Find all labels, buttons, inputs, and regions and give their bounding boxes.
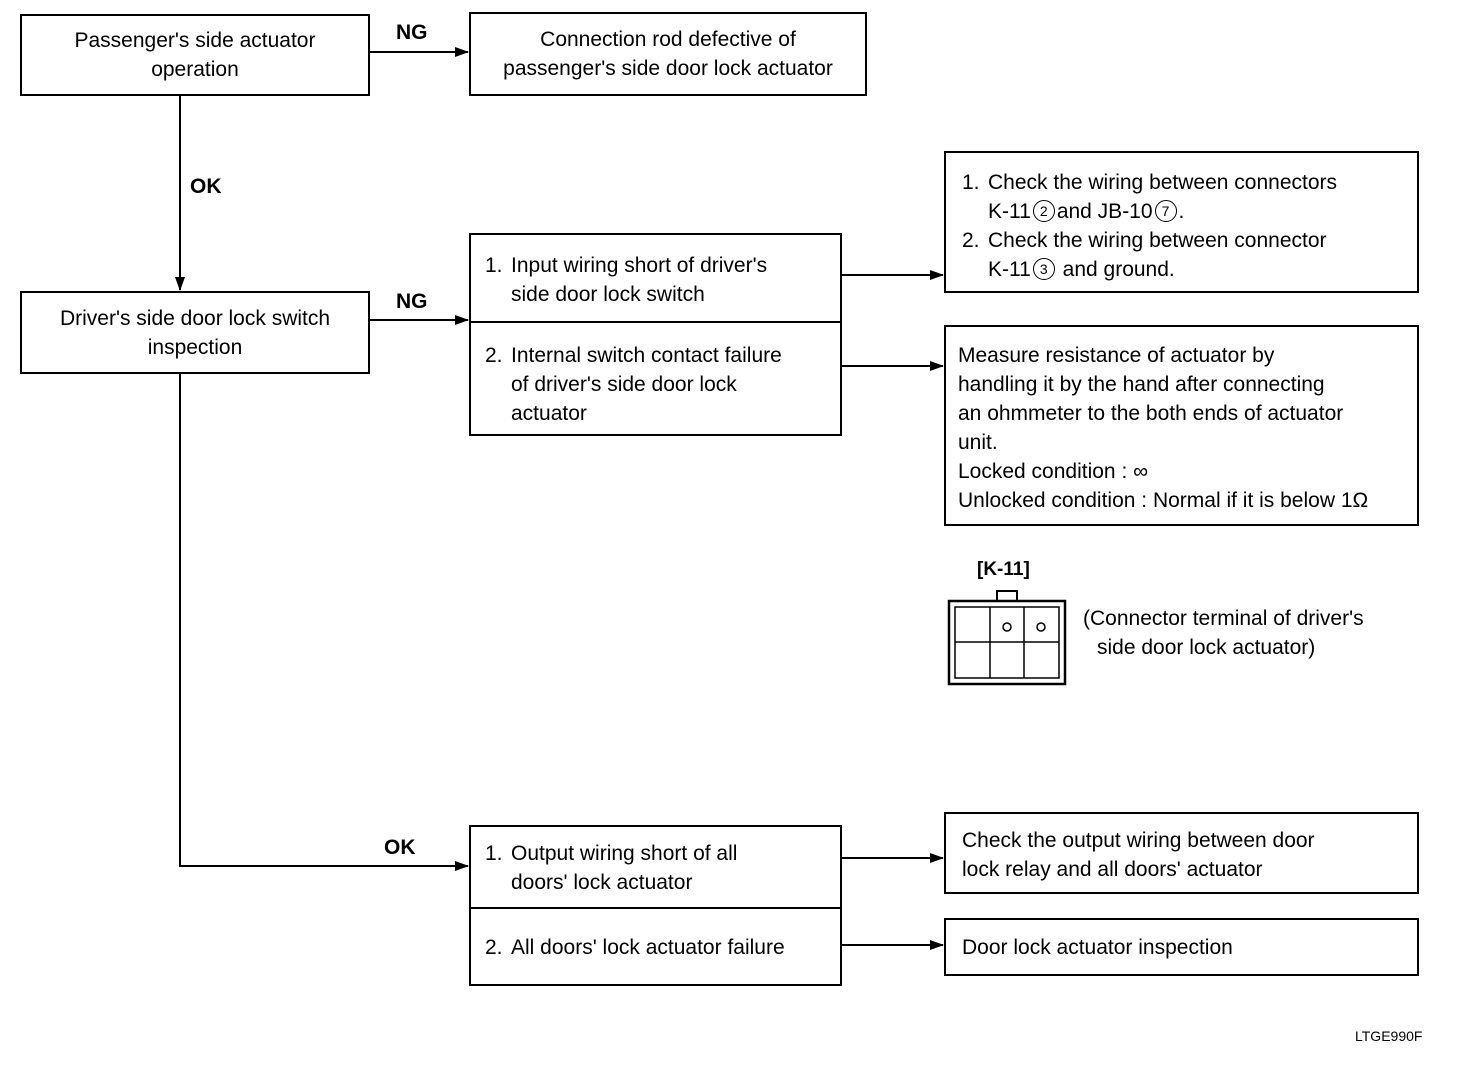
driver-switch-box: Driver's side door lock switch inspectio… [20, 291, 370, 374]
connector-k11-icon [947, 590, 1067, 686]
cause-actuator-failure-line1: All doors' lock actuator failure [511, 936, 785, 959]
measure-line2: handling it by the hand after connecting [958, 373, 1325, 396]
arrow-ok-bottom [179, 374, 469, 871]
check-output-line2: lock relay and all doors' actuator [962, 858, 1263, 881]
check-wiring-item1-num: 1. [962, 171, 980, 194]
rod-defective-line1: Connection rod defective of [540, 28, 796, 51]
driver-switch-line1: Driver's side door lock switch [59, 306, 331, 330]
cause-actuator-failure-num: 2. [485, 936, 503, 959]
cause-contact-failure-line3: actuator [511, 402, 587, 425]
cause-input-short: 1. Input wiring short of driver's side d… [471, 235, 840, 321]
locked-condition: Locked condition : ∞ [958, 460, 1149, 483]
passenger-actuator-box: Passenger's side actuator operation [20, 14, 370, 96]
passenger-actuator-line1: Passenger's side actuator [74, 29, 316, 52]
cause-input-short-line2: side door lock switch [511, 283, 705, 306]
passenger-actuator-line2: operation [151, 58, 239, 81]
label-ok-left: OK [190, 175, 222, 198]
cause-contact-failure-num: 2. [485, 344, 503, 367]
terminal-7-badge: 7 [1154, 200, 1177, 222]
check-output-line1: Check the output wiring between door [962, 829, 1315, 852]
ground-ref: and ground. [1056, 258, 1175, 281]
driver-switch-line2: inspection [147, 335, 243, 359]
connector-caption-line2: side door lock actuator) [1097, 636, 1316, 659]
connector-caption: (Connector terminal of driver's side doo… [1083, 604, 1364, 662]
cause-input-short-num: 1. [485, 254, 503, 277]
label-ok-bottom: OK [384, 836, 416, 859]
measure-resistance-box: Measure resistance of actuator by handli… [944, 325, 1419, 526]
cause-input-short-line1: Input wiring short of driver's [511, 254, 768, 277]
check-wiring-item2-num: 2. [962, 229, 980, 252]
sentence-end: . [1178, 200, 1185, 223]
connector-title: [K-11] [977, 559, 1030, 580]
check-wiring-item2-line1: Check the wiring between connector [988, 229, 1327, 252]
connector-k11-ref: K-11 [988, 200, 1031, 223]
terminal-2-badge: 2 [1032, 200, 1055, 222]
measure-line3: an ohmmeter to the both ends of actuator [958, 402, 1344, 425]
unlocked-condition: Unlocked condition : Normal if it is bel… [958, 489, 1369, 512]
ok-causes-box: 1. Output wiring short of all doors' loc… [469, 825, 842, 986]
rod-defective-line2: passenger's side door lock actuator [503, 57, 833, 80]
measure-line1: Measure resistance of actuator by [958, 344, 1275, 367]
measure-line4: unit. [958, 431, 998, 454]
ng-causes-box: 1. Input wiring short of driver's side d… [469, 233, 842, 436]
check-output-wiring-box: Check the output wiring between door loc… [944, 812, 1419, 894]
connector-jb10-ref: and JB-10 [1056, 200, 1153, 223]
connector-k11-ref-2: K-11 [988, 258, 1031, 281]
cause-output-short-line1: Output wiring short of all [511, 842, 738, 865]
cause-contact-failure-line1: Internal switch contact failure [511, 344, 782, 367]
label-ng-mid: NG [396, 290, 428, 313]
cause-output-short-line2: doors' lock actuator [511, 871, 693, 894]
cause-output-short-num: 1. [485, 842, 503, 865]
cause-contact-failure: 2. Internal switch contact failure of dr… [471, 321, 840, 434]
terminal-3-badge: 3 [1032, 258, 1055, 280]
cause-output-short: 1. Output wiring short of all doors' loc… [471, 827, 840, 907]
cause-actuator-failure: 2. All doors' lock actuator failure [471, 907, 840, 984]
connector-caption-line1: (Connector terminal of driver's [1083, 607, 1364, 630]
check-wiring-box: 1. Check the wiring between connectors K… [944, 151, 1419, 293]
cause-contact-failure-line2: of driver's side door lock [511, 373, 737, 396]
figure-code: LTGE990F [1355, 1028, 1423, 1044]
label-ng-top: NG [396, 21, 428, 44]
actuator-inspection-line1: Door lock actuator inspection [962, 936, 1233, 959]
rod-defective-box: Connection rod defective of passenger's … [469, 12, 867, 96]
check-wiring-item1-line1: Check the wiring between connectors [988, 171, 1338, 194]
actuator-inspection-box: Door lock actuator inspection [944, 918, 1419, 976]
